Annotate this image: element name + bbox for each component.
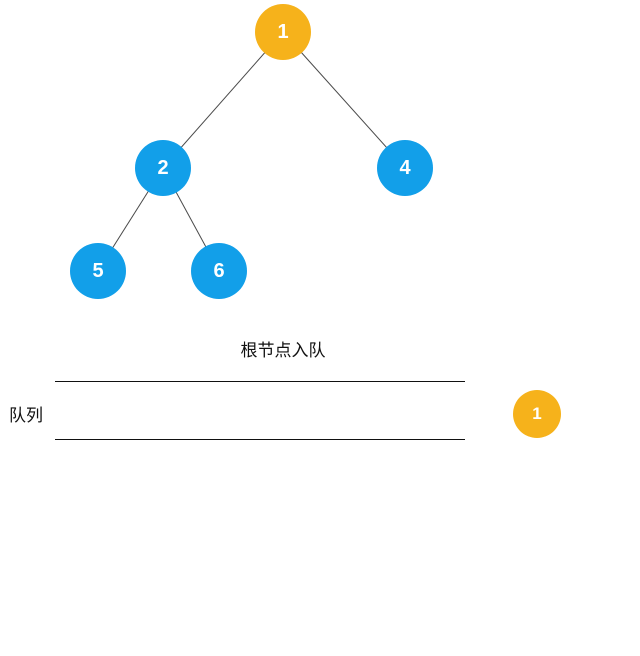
tree-node-6: 6 <box>191 243 247 299</box>
tree-node-2-label: 2 <box>157 156 169 179</box>
queue-label: 队列 <box>9 406 43 425</box>
tree-node-2: 2 <box>135 140 191 196</box>
tree-node-4: 4 <box>377 140 433 196</box>
edge-1-2 <box>162 31 284 169</box>
tree-node-5-label: 5 <box>92 259 104 282</box>
queue-item-1-label: 1 <box>532 404 542 423</box>
edge-1-4 <box>282 31 406 169</box>
tree-node-5: 5 <box>70 243 126 299</box>
tree-node-1-label: 1 <box>277 20 289 43</box>
tree-node-1: 1 <box>255 4 311 60</box>
queue-bottom-line <box>55 439 465 440</box>
step-caption: 根节点入队 <box>240 341 326 360</box>
queue-item-1: 1 <box>513 390 561 438</box>
tree-node-6-label: 6 <box>213 259 225 282</box>
queue-top-line <box>55 381 465 382</box>
tree-node-4-label: 4 <box>399 156 411 179</box>
